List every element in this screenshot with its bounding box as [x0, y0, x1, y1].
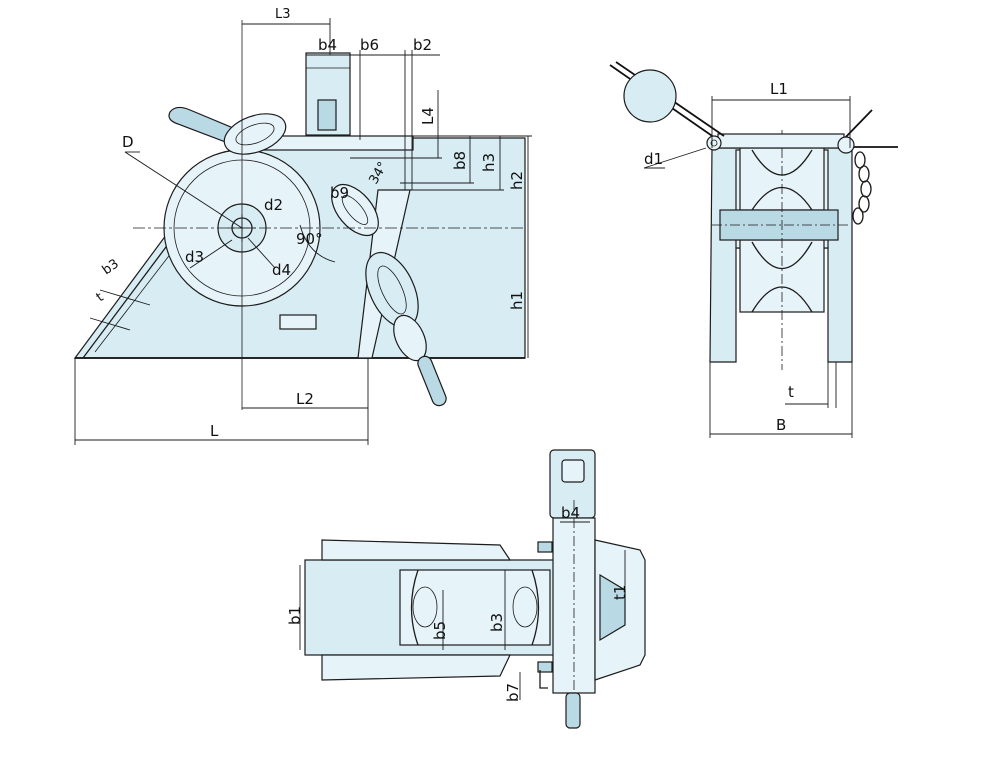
label-h3: h3: [480, 153, 498, 172]
label-L4: L4: [419, 107, 437, 125]
side-view: L3 b4 b6 b2 L4 b8 h3 h2 h1 D d2 d3 d4: [73, 7, 532, 445]
side-chain: [331, 183, 447, 407]
side-slot: [279, 314, 317, 330]
label-d3: d3: [185, 248, 204, 266]
front-counterweight: [623, 69, 677, 123]
front-safety-chain: [852, 151, 872, 225]
label-b2: b2: [413, 36, 432, 54]
label-t-front: t: [788, 383, 794, 401]
label-b4-side: b4: [318, 36, 337, 54]
label-90deg: 90°: [296, 230, 323, 248]
label-h2: h2: [508, 171, 526, 190]
label-b3-side: b3: [100, 257, 122, 279]
label-d1: d1: [644, 150, 663, 168]
label-b7: b7: [504, 683, 522, 702]
label-b3-top: b3: [488, 613, 506, 632]
label-L2: L2: [296, 390, 314, 408]
label-b4-top: b4: [561, 504, 580, 522]
label-d4: d4: [272, 261, 291, 279]
label-D: D: [122, 133, 134, 151]
label-t-side: t: [94, 290, 107, 305]
label-L3: L3: [275, 7, 291, 22]
label-t1: t1: [611, 585, 629, 600]
top-sheave: [399, 569, 551, 646]
label-B: B: [776, 416, 786, 434]
label-L1: L1: [770, 80, 788, 98]
label-b6: b6: [360, 36, 379, 54]
label-L: L: [210, 422, 219, 440]
label-d2: d2: [264, 196, 283, 214]
label-b1: b1: [286, 606, 304, 625]
label-h1: h1: [508, 291, 526, 310]
label-b9: b9: [330, 184, 349, 202]
label-b8: b8: [451, 151, 469, 170]
label-b5: b5: [431, 621, 449, 640]
top-view: b1 b5 b3 b4 t1 b7: [286, 449, 646, 729]
front-view: L1 d1 t B: [609, 61, 898, 438]
